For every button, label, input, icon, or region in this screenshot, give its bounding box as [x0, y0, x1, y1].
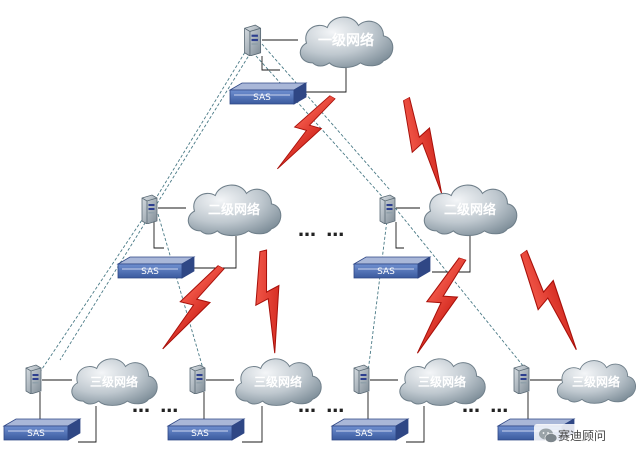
level1-network-label: 一级网络 — [318, 32, 374, 49]
server-icon — [379, 194, 396, 224]
level3-network-label: 三级网络 — [90, 374, 138, 389]
dashed-link — [149, 43, 251, 209]
storage-label: SAS — [141, 267, 159, 277]
server-icon — [353, 364, 370, 394]
ellipsis-level3-a: … … — [132, 396, 180, 417]
storage-label: SAS — [27, 429, 45, 439]
level3-node-b: 三级网络 SAS — [167, 358, 322, 441]
level3-node-a: 三级网络 SAS — [3, 358, 158, 441]
dashed-link — [391, 203, 529, 373]
level3-network-label: 三级网络 — [418, 374, 466, 389]
dashed-link — [59, 43, 257, 361]
storage-label: SAS — [355, 429, 373, 439]
watermark-text: 赛迪顾问 — [558, 428, 606, 443]
dashed-link — [157, 213, 205, 373]
level2-network-label: 二级网络 — [444, 202, 496, 218]
server-icon — [25, 364, 42, 394]
server-icon — [141, 194, 158, 224]
watermark: 赛迪顾问 — [534, 424, 626, 446]
ellipsis-level3-c: … … — [462, 396, 510, 417]
server-icon — [189, 364, 206, 394]
level3-network-label: 三级网络 — [254, 374, 302, 389]
wechat-icon — [539, 428, 558, 443]
server-icon — [513, 364, 530, 394]
level1-node: 一级网络 SAS — [229, 16, 394, 105]
server-icon — [244, 24, 262, 56]
storage-label: SAS — [191, 429, 209, 439]
storage-label: SAS — [253, 93, 271, 103]
wan-link-bolt — [505, 247, 595, 355]
level2-network-label: 二级网络 — [208, 202, 260, 218]
level3-node-c: 三级网络 SAS — [331, 358, 486, 441]
ellipsis-level2: … … — [298, 220, 346, 241]
ellipsis-level3-b: … … — [298, 396, 346, 417]
dashed-link — [39, 207, 151, 373]
storage-label: SAS — [377, 267, 395, 277]
dashed-links — [39, 43, 529, 373]
dashed-link — [261, 43, 391, 191]
wan-link-bolt — [388, 94, 460, 198]
wan-link-bolt — [242, 248, 296, 356]
dashed-link — [367, 211, 389, 373]
level2-node-left: 二级网络 SAS — [117, 184, 282, 279]
dashed-link — [255, 55, 397, 213]
level2-node-right: 二级网络 SAS — [353, 184, 518, 279]
level3-node-d: 三级网络 — [497, 360, 637, 441]
level3-network-label: 三级网络 — [572, 374, 620, 389]
